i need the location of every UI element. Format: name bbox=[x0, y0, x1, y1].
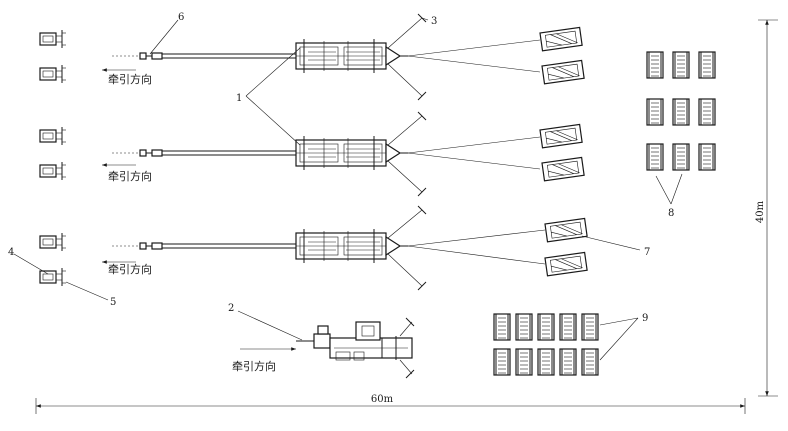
tension-row-1 bbox=[111, 13, 585, 101]
leader-2 bbox=[237, 310, 303, 341]
callout-3: 3 bbox=[431, 16, 437, 27]
spool-group-8 bbox=[646, 51, 716, 171]
direction-label-4: 牵引方向 bbox=[232, 359, 276, 373]
leader-1b bbox=[245, 95, 301, 146]
callout-5: 5 bbox=[110, 297, 116, 308]
height-dimension bbox=[758, 19, 778, 397]
leader-9a bbox=[599, 317, 639, 326]
callout-8: 8 bbox=[668, 208, 674, 219]
callout-6: 6 bbox=[178, 12, 184, 23]
leader-1a bbox=[245, 47, 301, 97]
leader-6 bbox=[149, 19, 179, 55]
width-label: 60m bbox=[371, 394, 394, 405]
spool-group-9 bbox=[493, 313, 599, 376]
leader-8a bbox=[655, 175, 672, 205]
direction-label-1: 牵引方向 bbox=[108, 72, 152, 86]
leader-9b bbox=[599, 317, 639, 361]
direction-label-2: 牵引方向 bbox=[108, 169, 152, 183]
anchor-group-row3 bbox=[39, 232, 67, 287]
tension-row-2 bbox=[111, 111, 585, 197]
callout-7: 7 bbox=[644, 247, 650, 258]
anchor-group-row1 bbox=[39, 29, 67, 84]
leader-3 bbox=[421, 17, 429, 21]
leader-7 bbox=[581, 235, 641, 251]
leader-8b bbox=[670, 173, 683, 205]
height-label: 40m bbox=[755, 200, 766, 223]
callout-9: 9 bbox=[642, 313, 648, 324]
tension-row-3 bbox=[111, 205, 588, 291]
anchor-group-row2 bbox=[39, 126, 67, 181]
callout-4: 4 bbox=[8, 247, 14, 258]
width-dimension bbox=[35, 398, 746, 414]
puller-machine bbox=[240, 317, 415, 379]
leader-5 bbox=[65, 281, 109, 301]
leader-4 bbox=[13, 253, 49, 275]
direction-label-3: 牵引方向 bbox=[108, 262, 152, 276]
callout-2: 2 bbox=[228, 303, 234, 314]
callout-1: 1 bbox=[236, 93, 242, 104]
